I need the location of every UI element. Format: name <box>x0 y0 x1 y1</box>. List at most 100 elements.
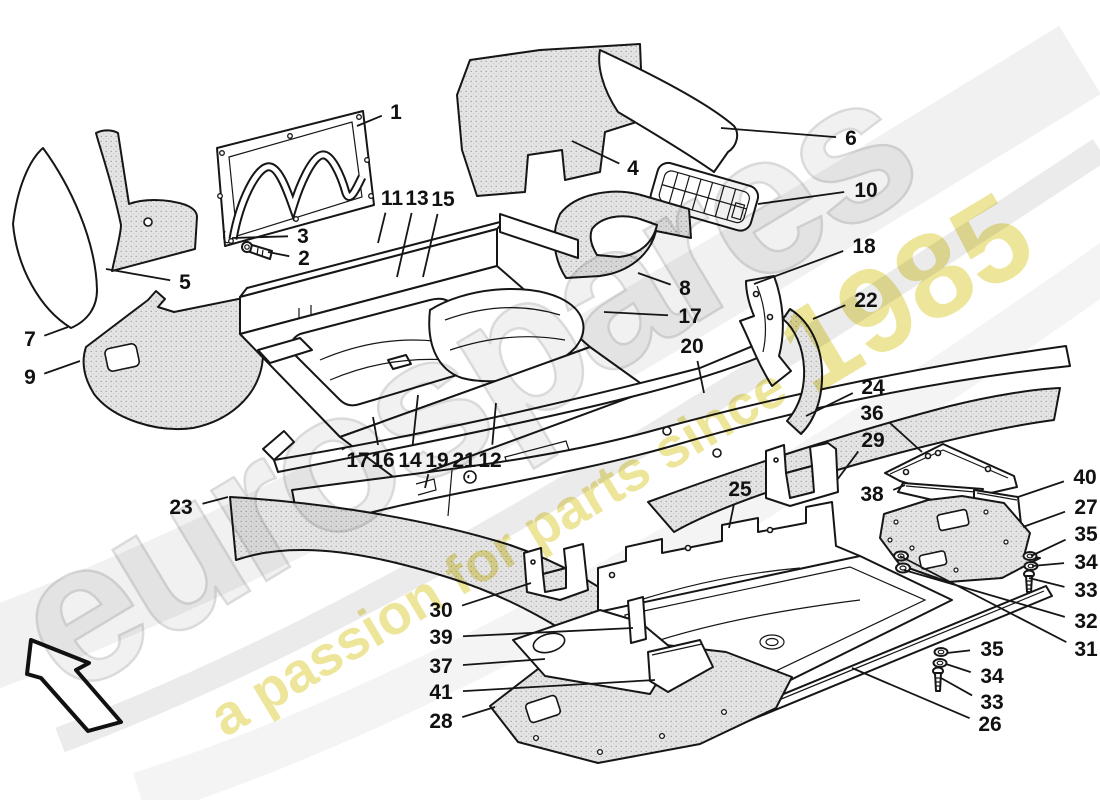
panel-22 <box>782 308 824 435</box>
part-label-11: 11 <box>381 187 404 210</box>
leader-line-37 <box>462 658 546 666</box>
part-label-38: 38 <box>860 483 884 506</box>
leader-line-27 <box>1022 510 1066 528</box>
leader-line-19 <box>424 473 430 489</box>
leader-line-35 <box>1030 538 1066 557</box>
leader-line-40 <box>1017 480 1065 498</box>
part-label-31: 31 <box>1074 638 1098 661</box>
leader-line-28 <box>462 706 496 718</box>
part-label-16: 16 <box>371 449 394 472</box>
panel-8 <box>553 190 692 279</box>
leader-line-15 <box>422 213 439 278</box>
leader-line-4 <box>571 140 620 165</box>
part-label-41: 41 <box>429 681 453 704</box>
leader-line-23 <box>202 496 229 505</box>
leader-line-2 <box>267 251 290 258</box>
part-label-27: 27 <box>1074 496 1097 519</box>
part-label-24: 24 <box>861 376 885 399</box>
part-label-37: 37 <box>429 655 452 678</box>
strip-end-tab <box>262 430 295 461</box>
leader-line-12 <box>491 402 497 445</box>
leader-line-32 <box>903 569 1066 618</box>
leader-line-35 <box>946 649 971 654</box>
bolt-2-3 <box>241 241 273 260</box>
part-label-22: 22 <box>854 289 877 312</box>
panel-27 <box>879 495 1041 583</box>
part-label-23: 23 <box>169 496 192 519</box>
part-label-5: 5 <box>179 271 191 294</box>
cover-15 <box>428 288 585 383</box>
leader-line-39 <box>462 627 634 638</box>
part-label-18: 18 <box>852 235 876 258</box>
vent-grille-10 <box>649 161 760 232</box>
leader-line-41 <box>462 679 656 693</box>
part-label-28: 28 <box>429 710 453 733</box>
leader-line-9 <box>43 360 81 375</box>
leader-line-20 <box>696 360 705 394</box>
part-label-20: 20 <box>680 335 703 358</box>
leader-line-13 <box>396 212 413 278</box>
part-label-40: 40 <box>1073 466 1096 489</box>
part-label-21: 21 <box>452 449 476 472</box>
leader-line-16 <box>372 416 379 446</box>
leader-line-10 <box>757 191 845 205</box>
fastener-set-right <box>1022 551 1039 593</box>
part-label-8: 8 <box>679 277 691 300</box>
part-label-7: 7 <box>24 328 36 351</box>
part-label-39: 39 <box>429 626 452 649</box>
strip-17-left <box>257 337 313 364</box>
part-label-35: 35 <box>1074 523 1098 546</box>
part-label-33: 33 <box>980 691 1003 714</box>
part-label-30: 30 <box>429 599 452 622</box>
leader-line-7 <box>43 326 69 337</box>
bracket-30 <box>523 543 589 601</box>
leader-line-17 <box>603 311 669 317</box>
leader-line-3 <box>231 235 289 239</box>
part-label-32: 32 <box>1074 610 1097 633</box>
tub-wall-right-strip <box>499 213 579 259</box>
luggage-tub <box>239 213 651 483</box>
leader-line-24 <box>805 392 854 417</box>
leader-line-6 <box>720 127 837 139</box>
leader-line-25 <box>728 503 735 529</box>
leader-line-5 <box>105 268 171 282</box>
panel-7 <box>12 147 98 329</box>
screw-holes <box>217 114 374 244</box>
fastener-set-bottom <box>932 647 949 692</box>
leader-line-17 <box>341 447 346 451</box>
piece-39 <box>627 596 647 644</box>
part-label-13: 13 <box>405 187 428 210</box>
part-label-29: 29 <box>861 429 884 452</box>
part-label-17: 17 <box>678 305 701 328</box>
part-label-34: 34 <box>980 665 1004 688</box>
part-label-10: 10 <box>854 179 877 202</box>
leader-line-14 <box>411 394 419 445</box>
wavy-frame-panel-1 <box>216 110 375 247</box>
bracket-29 <box>765 442 839 507</box>
part-label-14: 14 <box>398 449 422 472</box>
part-label-25: 25 <box>728 478 752 501</box>
part-label-26: 26 <box>978 713 1001 736</box>
part-label-12: 12 <box>478 449 501 472</box>
leader-line-22 <box>812 304 846 320</box>
leader-line-30 <box>461 582 532 607</box>
part-label-34: 34 <box>1074 551 1098 574</box>
part-label-19: 19 <box>425 449 448 472</box>
leader-line-18 <box>753 250 844 285</box>
part-label-1: 1 <box>390 101 402 124</box>
leader-line-34 <box>945 663 971 673</box>
mat-center-hole <box>387 354 412 370</box>
leader-line-26 <box>851 667 970 720</box>
bumper-panel-20 <box>291 345 1071 533</box>
flap-41 <box>647 639 714 693</box>
part-label-33: 33 <box>1074 579 1097 602</box>
leader-line-33 <box>1028 577 1065 588</box>
leader-line-29 <box>836 450 860 481</box>
direction-arrow <box>25 638 123 733</box>
part-label-36: 36 <box>860 402 883 425</box>
leader-line-33 <box>940 677 973 697</box>
leader-line-34 <box>1031 562 1065 567</box>
